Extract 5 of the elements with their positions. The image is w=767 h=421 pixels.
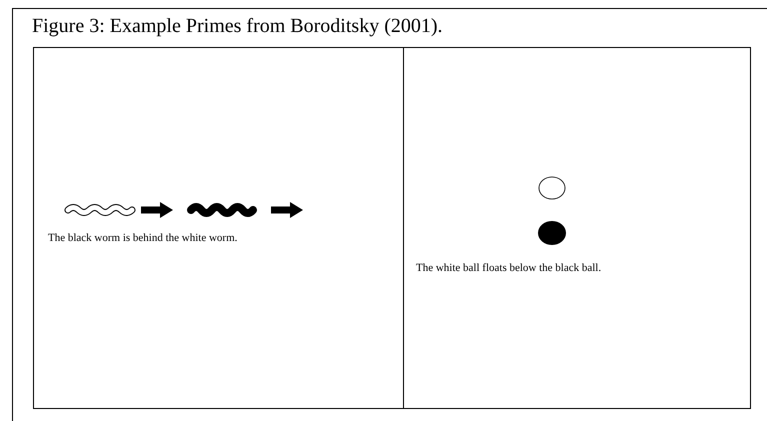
figure-panel [33,47,404,409]
panel-caption: The white ball floats below the black ball. [416,262,602,274]
figure-title: Figure 3: Example Primes from Boroditsky (2001). [32,15,443,38]
panel-caption: The black worm is behind the white worm. [48,232,238,244]
figure-panel [403,47,751,409]
